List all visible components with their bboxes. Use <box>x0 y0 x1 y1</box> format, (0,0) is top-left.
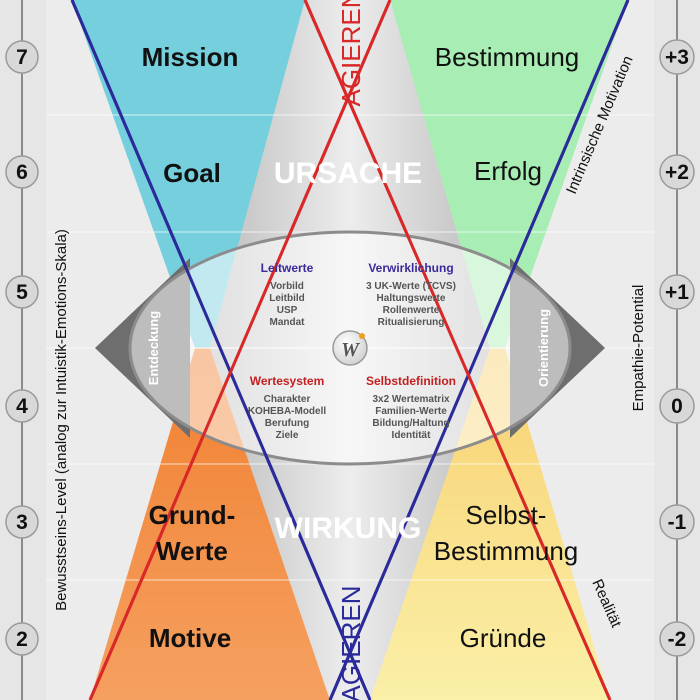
orientierung-label: Orientierung <box>536 309 551 387</box>
selbstbestimmung-line1: Selbst- <box>466 500 547 530</box>
wertesystem-title: Wertesystem <box>250 374 324 388</box>
selbstdefinition-item: Identität <box>392 430 432 441</box>
agieren-bottom-label: AGIEREN <box>336 585 366 700</box>
level-3: 3 <box>16 511 28 534</box>
red-diagonal-right-over <box>303 0 612 700</box>
verwirklichung-item: 3 UK-Werte (TCVS) <box>366 281 456 292</box>
quadrant-leitwerte: Leitwerte Vorbild Leitbild USP Mandat <box>261 261 314 328</box>
goal-label: Goal <box>163 158 221 188</box>
erfolg-label: Erfolg <box>474 156 542 186</box>
blue-diagonal-right-over <box>328 0 630 700</box>
empathy-minus-1: -1 <box>668 511 687 534</box>
mission-label: Mission <box>142 42 239 72</box>
logo-dot <box>359 333 365 339</box>
mission-goal-region <box>72 0 305 348</box>
empathy-zero: 0 <box>671 395 683 418</box>
level-5: 5 <box>16 281 28 304</box>
leitwerte-item: Mandat <box>270 317 306 328</box>
motive-label: Motive <box>149 623 231 653</box>
wertesystem-item: Berufung <box>265 418 309 429</box>
quadrant-selbstdefinition: Selbstdefinition 3x2 Wertematrix Familie… <box>366 374 456 441</box>
grundwerte-line2: Werte <box>156 536 228 566</box>
bestimmung-erfolg-region <box>390 0 628 348</box>
level-6: 6 <box>16 161 28 184</box>
red-diagonal-left-over <box>88 0 392 700</box>
agieren-top-label: AGIEREN <box>336 0 366 107</box>
gruende-label: Gründe <box>460 623 547 653</box>
selbstbestimmung-gruende-region <box>370 348 610 700</box>
verwirklichung-title: Verwirklichung <box>368 261 453 275</box>
leitwerte-item: Vorbild <box>270 281 304 292</box>
verwirklichung-item: Rollenwerte <box>383 305 440 316</box>
empathy-plus-1: +1 <box>665 281 689 304</box>
selbstdefinition-item: Familien-Werte <box>375 406 447 417</box>
reality-label: Realität <box>588 577 625 631</box>
quadrant-wertesystem: Wertesystem Charakter KOHEBA-Modell Beru… <box>248 374 327 441</box>
quadrant-verwirklichung: Verwirklichung 3 UK-Werte (TCVS) Haltung… <box>366 261 456 328</box>
wertesystem-item: Ziele <box>276 430 299 441</box>
selbstdefinition-item: Bildung/Haltung <box>372 418 449 429</box>
wirkung-label: WIRKUNG <box>275 512 422 545</box>
blue-diagonal-left-over <box>70 0 372 700</box>
leitwerte-item: USP <box>277 305 298 316</box>
grundwerte-line1: Grund- <box>149 500 236 530</box>
empathy-plus-2: +2 <box>665 161 689 184</box>
verwirklichung-item: Ritualisierung <box>378 317 445 328</box>
consciousness-level-label: Bewusstseins-Level (analog zur Intuistik… <box>53 229 70 611</box>
leitwerte-title: Leitwerte <box>261 261 314 275</box>
left-level-markers: 7 6 5 4 3 2 <box>5 40 39 656</box>
logo-icon <box>332 330 368 366</box>
logo-letter: W <box>341 339 360 361</box>
level-7: 7 <box>16 46 28 69</box>
empathy-plus-3: +3 <box>665 46 689 69</box>
wertesystem-item: KOHEBA-Modell <box>248 406 327 417</box>
entdeckung-label: Entdeckung <box>146 311 161 385</box>
leitwerte-item: Leitbild <box>269 293 305 304</box>
empathy-potential-label: Empathie-Potential <box>630 285 647 412</box>
level-4: 4 <box>16 395 28 418</box>
selbstdefinition-title: Selbstdefinition <box>366 374 456 388</box>
ursache-label: URSACHE <box>274 157 422 190</box>
selbstbestimmung-line2: Bestimmung <box>434 536 579 566</box>
grundwerte-motive-region <box>90 348 330 700</box>
bestimmung-label: Bestimmung <box>435 42 580 72</box>
verwirklichung-item: Haltungswerte <box>377 293 446 304</box>
selbstdefinition-item: 3x2 Wertematrix <box>372 394 450 405</box>
right-level-markers: +3 +2 +1 0 -1 -2 <box>659 39 695 657</box>
empathy-minus-2: -2 <box>668 628 687 651</box>
level-2: 2 <box>16 628 28 651</box>
wertesystem-item: Charakter <box>264 394 311 405</box>
